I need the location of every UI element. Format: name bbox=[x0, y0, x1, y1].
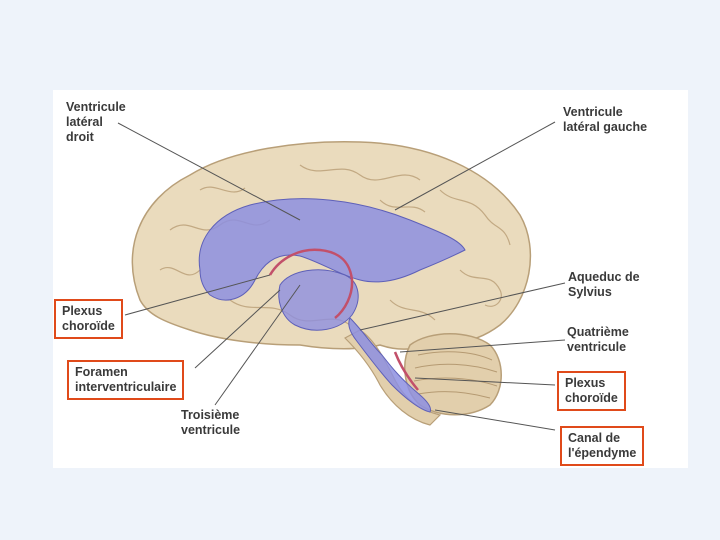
third-ventricle bbox=[278, 269, 359, 331]
label-ventricule-lateral-droit: Ventricule latéral droit bbox=[66, 100, 126, 144]
label-foramen-interventriculaire: Foramen interventriculaire bbox=[67, 360, 185, 400]
choroid-plexus bbox=[268, 248, 354, 319]
label-aqueduc-sylvius: Aqueduc de Sylvius bbox=[568, 270, 640, 299]
label-canal-ependyme: Canal de l'épendyme bbox=[560, 426, 645, 466]
lateral-ventricle bbox=[198, 198, 466, 301]
cerebellum-folia bbox=[413, 351, 498, 399]
label-plexus-choroide-right: Plexus choroïde bbox=[557, 371, 626, 411]
label-plexus-choroide-left: Plexus choroïde bbox=[54, 299, 123, 339]
label-quatrieme-ventricule: Quatrième ventricule bbox=[567, 325, 629, 354]
label-ventricule-lateral-gauche: Ventricule latéral gauche bbox=[563, 105, 648, 134]
choroid-plexus-fourth bbox=[393, 351, 419, 391]
label-troisieme-ventricule: Troisième ventricule bbox=[181, 408, 241, 437]
leader-lines bbox=[117, 121, 566, 431]
aqueduct-fourth-ventricle bbox=[348, 317, 431, 413]
